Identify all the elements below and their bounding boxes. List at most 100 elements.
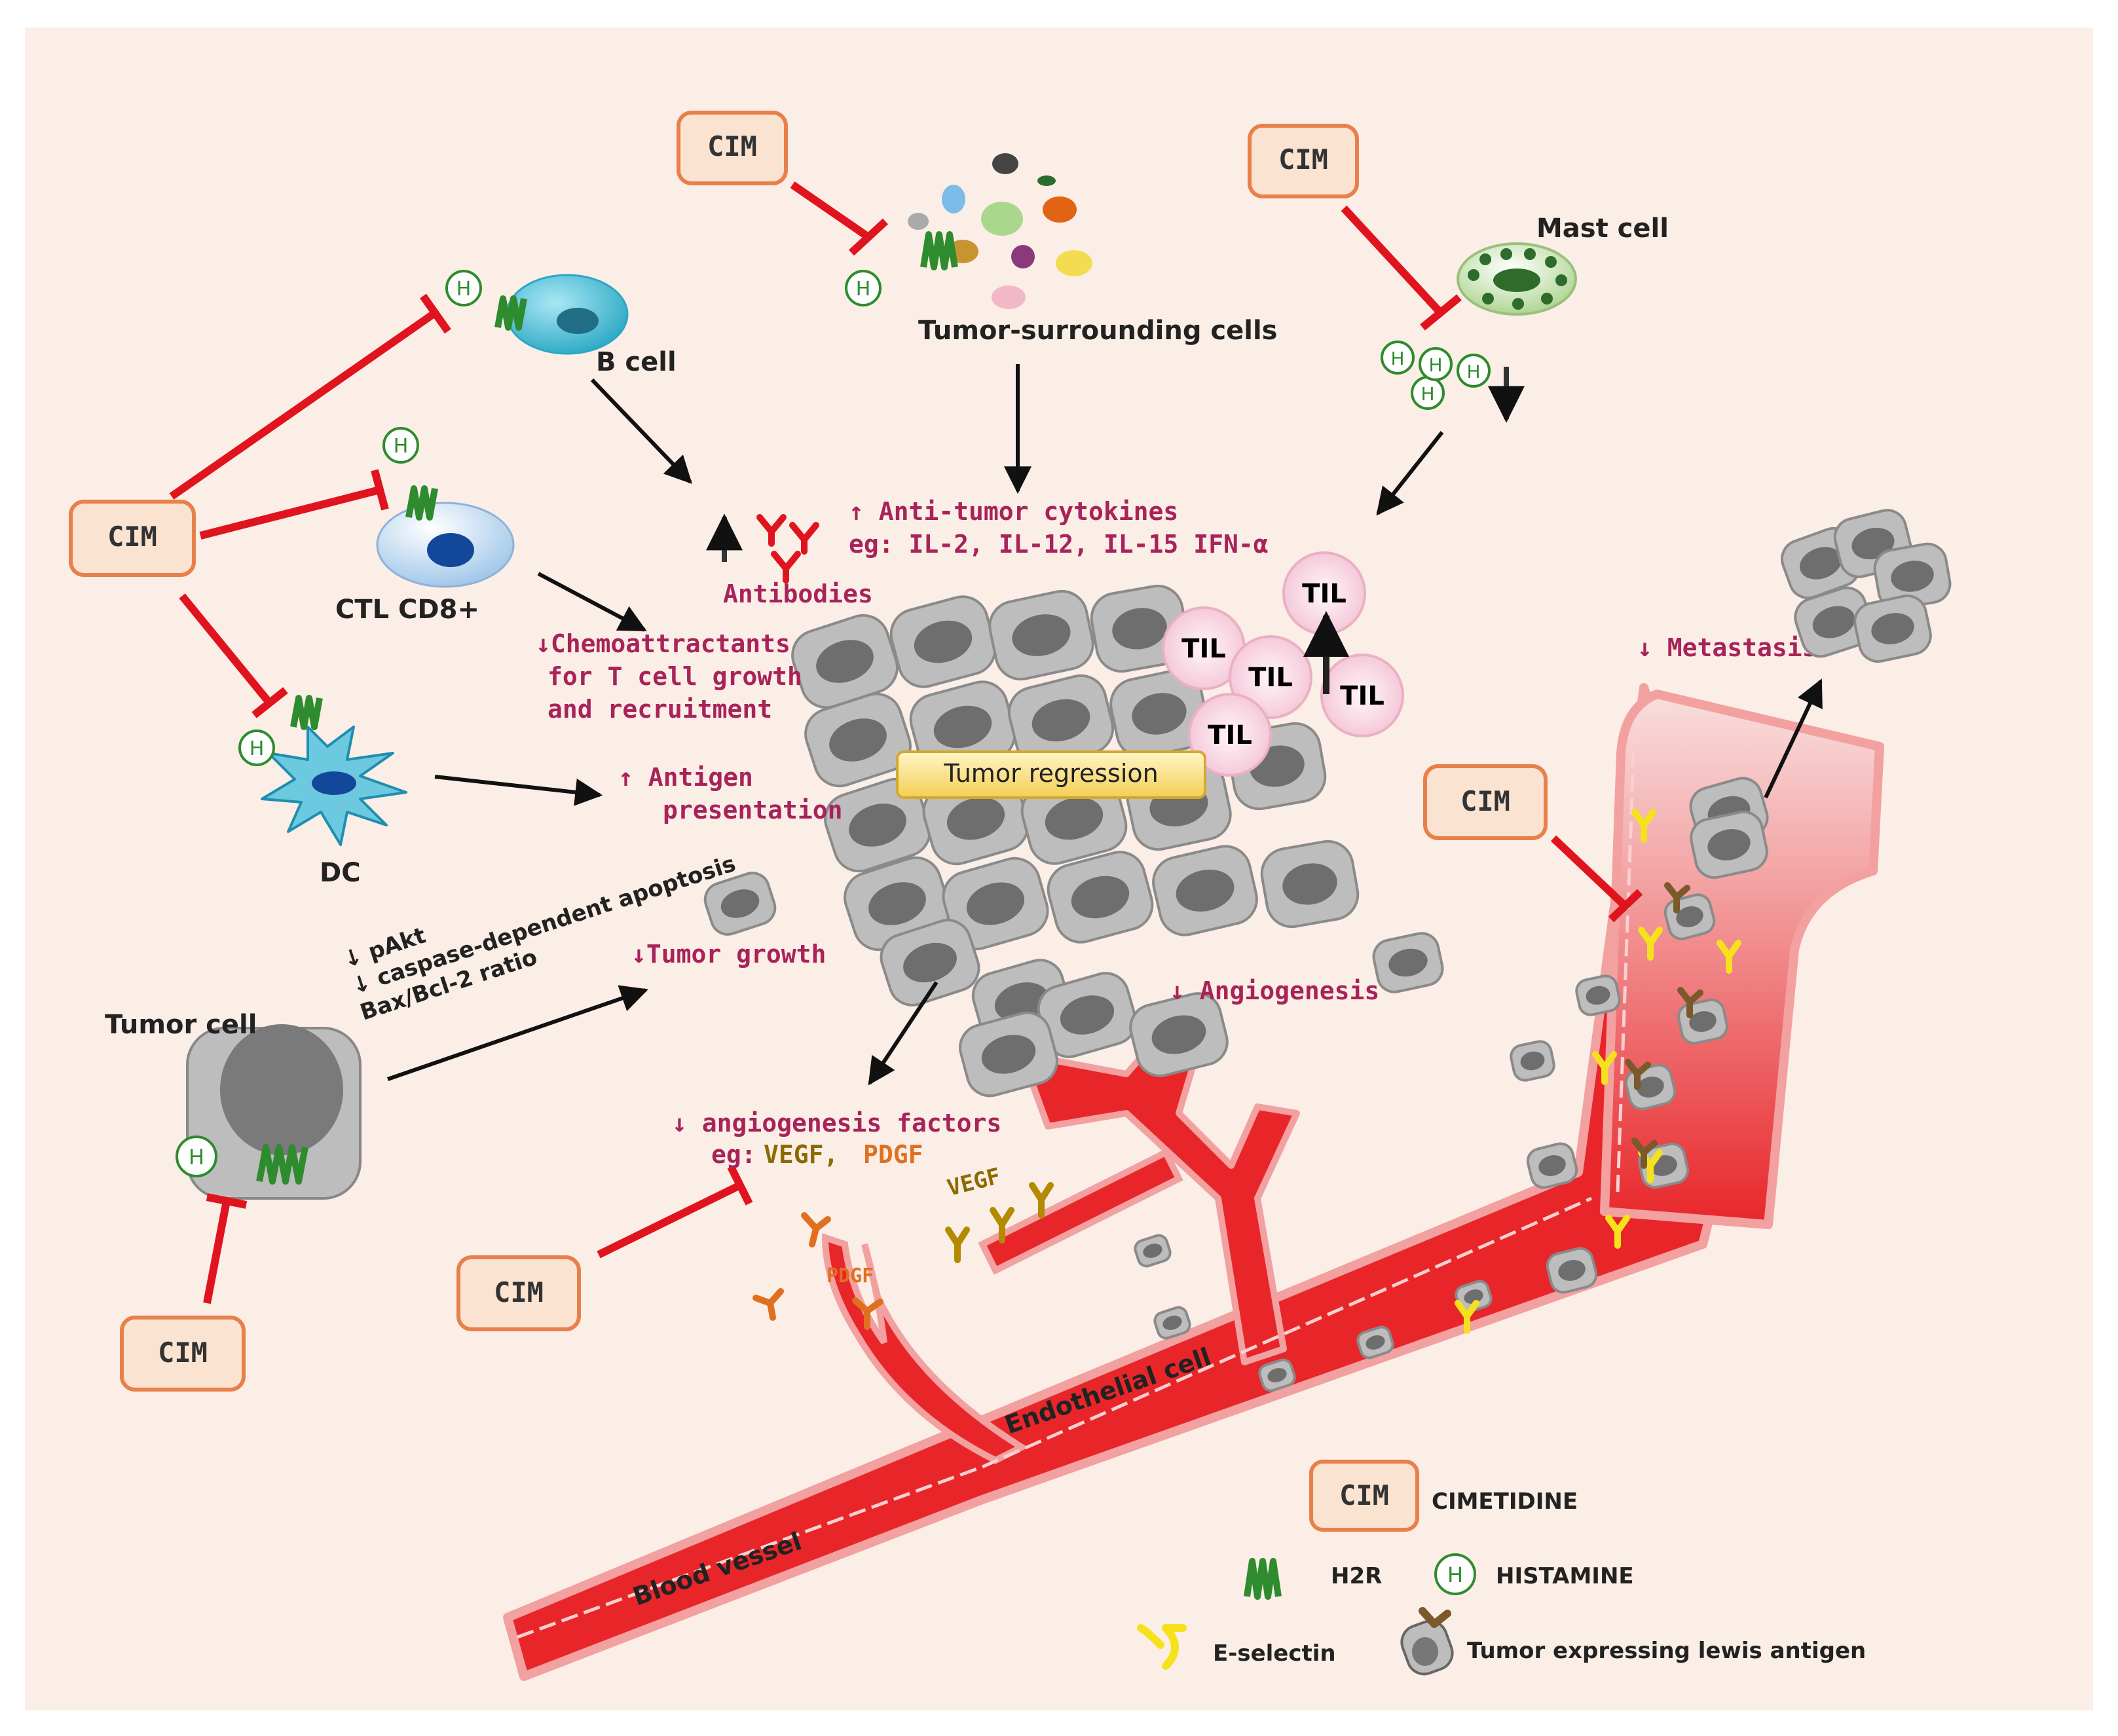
antigen-presentation-line2: presentation — [663, 796, 843, 824]
inhibit-mast-cell — [1341, 205, 1462, 331]
legend-h2r-text: H2R — [1331, 1563, 1382, 1589]
tumor-growth-text: ↓Tumor growth — [631, 940, 826, 969]
svg-text:H: H — [856, 278, 871, 301]
tumor-cell — [1356, 1325, 1394, 1359]
til-label: TIL — [1302, 579, 1347, 609]
svg-text:H: H — [189, 1145, 204, 1170]
angiogenesis-factors-vegf: VEGF, — [764, 1140, 838, 1169]
tumor-cell — [1575, 974, 1621, 1016]
legend-histamine-text: HISTAMINE — [1496, 1563, 1634, 1589]
inhibit-tumor-cell — [203, 1193, 248, 1304]
lewis-antigen-icon — [1677, 987, 1703, 1018]
histamine-icon: H — [1457, 354, 1491, 388]
antibodies-text: Antibodies — [723, 580, 873, 608]
vegf-capillary — [978, 1148, 1183, 1275]
pdgf-receptors — [752, 1212, 883, 1330]
chemoattractants-line2: for T cell growth — [548, 662, 802, 691]
svg-text:H: H — [1428, 354, 1442, 376]
legend-cimetidine-text: CIMETIDINE — [1432, 1488, 1578, 1515]
tumor-cell — [1690, 810, 1768, 879]
antigen-presentation-text: ↑ Antigen — [618, 763, 753, 792]
tumor-cell — [1677, 998, 1728, 1045]
vessel-markers — [1134, 809, 1741, 1392]
e-selectin-icon — [1605, 1215, 1630, 1249]
arrow-histamine-to-cytokines — [1376, 431, 1444, 516]
svg-text:H: H — [394, 435, 409, 458]
cim-label: CIM — [107, 521, 157, 553]
cytokines-text: ↑ Anti-tumor cytokines — [849, 497, 1178, 526]
arrow-vessel-to-metastasis — [1764, 678, 1823, 799]
tumor-cell-label: Tumor cell — [105, 1010, 257, 1040]
inhibit-surrounding-cells — [790, 181, 889, 256]
cim-box-bottom-center: CIM — [456, 1255, 581, 1331]
tumor-cell — [1129, 992, 1229, 1077]
e-selectin-icon — [1638, 927, 1663, 961]
histamine-icon: H — [238, 729, 275, 766]
cim-label: CIM — [158, 1337, 208, 1369]
tumor-regression-banner: Tumor regression — [896, 750, 1206, 799]
til-label: TIL — [1208, 720, 1252, 750]
legend-h2r-icon — [1244, 1558, 1282, 1600]
tumor-cell — [1153, 1306, 1191, 1340]
tumor-cell — [804, 692, 912, 788]
tumor-cell — [1873, 542, 1952, 610]
til-cell: TIL — [1320, 654, 1404, 737]
h2r-receptor-icon — [494, 295, 527, 331]
til-label: TIL — [1181, 634, 1226, 664]
legend-lewis-text: Tumor expressing lewis antigen — [1467, 1638, 1866, 1664]
histamine-release-group: H H H H — [1381, 341, 1491, 410]
angiogenesis-text: ↓ Angiogenesis — [1170, 976, 1379, 1005]
tumor-cell — [909, 680, 1016, 773]
inhibition-lines — [169, 181, 1643, 1304]
mast-cell-label: Mast cell — [1536, 213, 1669, 244]
tumor-cell — [1853, 594, 1932, 663]
tumor-cell — [1455, 1280, 1493, 1314]
til-cells: TIL TIL TIL TIL TIL — [1162, 551, 1404, 777]
antibodies-icon — [756, 514, 819, 583]
tumor-cell — [1047, 851, 1154, 944]
cim-box-top-right: CIM — [1248, 124, 1359, 198]
inhibit-angiogenesis-factors — [597, 1165, 753, 1259]
tumor-cell — [880, 919, 980, 1007]
cim-box-top-center: CIM — [677, 111, 788, 185]
e-selectin-icon — [1717, 940, 1741, 974]
tumor-cell — [988, 589, 1094, 681]
tumor-cell — [703, 872, 777, 936]
legend-e-selectin-text: E-selectin — [1213, 1640, 1336, 1667]
tumor-cell — [1526, 1142, 1578, 1189]
tumor-regression-label: Tumor regression — [943, 759, 1158, 788]
svg-text:H: H — [1390, 348, 1404, 369]
tumor-cell — [1510, 1040, 1555, 1082]
svg-text:H: H — [456, 278, 472, 301]
arrow-ctl-to-chemoattractants — [537, 572, 647, 632]
dc-label: DC — [320, 858, 361, 888]
tumor-surrounding-cells-cluster — [908, 153, 1092, 309]
inhibit-e-selectin — [1550, 835, 1643, 923]
cytokines-example-text: eg: IL-2, IL-12, IL-15 IFN-α — [849, 530, 1269, 559]
e-selectin-icon — [1631, 809, 1656, 843]
h2r-receptor-icon — [290, 695, 323, 730]
mast-cell — [1457, 242, 1577, 316]
b-cell — [506, 274, 629, 355]
histamine-icon: H — [445, 270, 482, 306]
tumor-cell — [942, 857, 1049, 951]
tumor-cell — [1794, 586, 1874, 658]
tumor-cell — [1546, 1247, 1598, 1294]
cim-box-right: CIM — [1423, 764, 1548, 840]
metastatic-cells — [1689, 509, 1952, 879]
e-selectin-icon — [1455, 1300, 1479, 1334]
cim-label: CIM — [1278, 143, 1328, 175]
til-label: TIL — [1248, 663, 1293, 693]
effect-texts: ↑ Anti-tumor cytokines eg: IL-2, IL-12, … — [536, 497, 1817, 1169]
legend-histamine-icon: H — [1434, 1553, 1476, 1595]
svg-text:H: H — [250, 737, 265, 760]
lewis-antigen-icon — [1625, 1059, 1651, 1090]
chemoattractants-text: ↓Chemoattractants — [536, 629, 790, 658]
legend-cim-label: CIM — [1339, 1479, 1389, 1511]
legend-e-selectin-icon — [1137, 1624, 1187, 1670]
svg-text:H: H — [1421, 383, 1434, 405]
tumor-cell — [959, 1011, 1058, 1098]
histamine-icon: H — [382, 427, 419, 464]
